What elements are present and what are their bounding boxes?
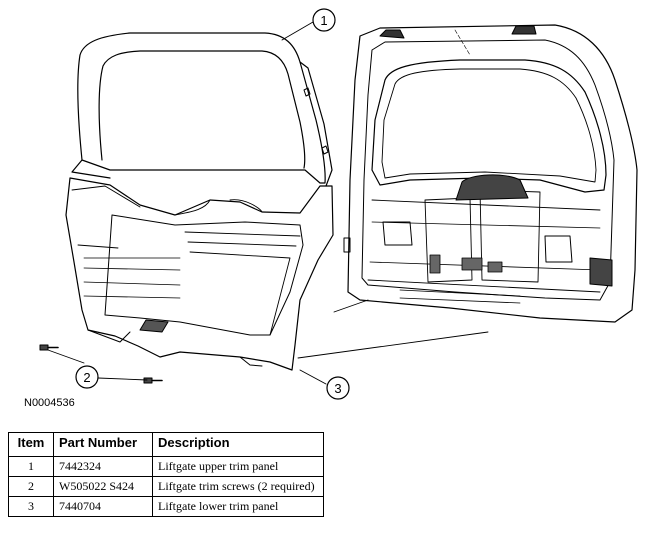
table-header-row: Item Part Number Description (8, 432, 324, 457)
cell-description: Liftgate lower trim panel (152, 496, 324, 517)
callout-2: 2 (75, 365, 99, 389)
header-part-number: Part Number (53, 432, 153, 457)
parts-table: Item Part Number Description 1 7442324 L… (8, 432, 324, 517)
svg-text:2: 2 (83, 370, 90, 385)
table-row: 2 W505022 S424 Liftgate trim screws (2 r… (8, 476, 324, 497)
liftgate-upper-trim-panel (71, 32, 333, 187)
leader-lines (47, 21, 327, 385)
header-item: Item (8, 432, 54, 457)
callout-1: 1 (312, 8, 336, 32)
header-description: Description (152, 432, 324, 457)
cell-description: Liftgate trim screws (2 required) (152, 476, 324, 497)
cell-part-number: W505022 S424 (53, 476, 153, 497)
liftgate-exploded-diagram: 1 2 3 (39, 8, 638, 400)
callout-3: 3 (326, 376, 350, 400)
svg-text:3: 3 (334, 381, 341, 396)
cell-item: 3 (8, 496, 54, 517)
cell-item: 1 (8, 456, 54, 477)
svg-text:1: 1 (320, 13, 327, 28)
cell-part-number: 7440704 (53, 496, 153, 517)
liftgate-trim-screws (39, 344, 163, 384)
table-row: 1 7442324 Liftgate upper trim panel (8, 456, 324, 477)
figure-id: N0004536 (24, 397, 75, 409)
liftgate-door (343, 24, 638, 323)
cell-description: Liftgate upper trim panel (152, 456, 324, 477)
table-row: 3 7440704 Liftgate lower trim panel (8, 496, 324, 517)
liftgate-lower-trim-panel (65, 177, 334, 371)
alignment-lines (297, 299, 489, 359)
cell-item: 2 (8, 476, 54, 497)
cell-part-number: 7442324 (53, 456, 153, 477)
